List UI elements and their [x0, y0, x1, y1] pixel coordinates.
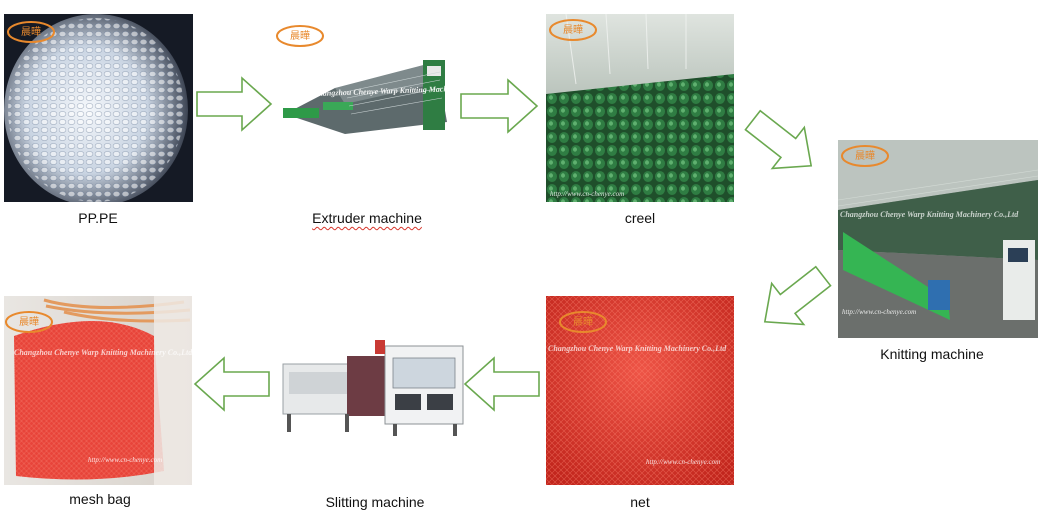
watermark-text: Changzhou Chenye Warp Knitting Machinery… [548, 344, 727, 353]
knitting-machine-photo: 晨曄 Changzhou Chenye Warp Knitting Machin… [838, 140, 1038, 338]
svg-text:晨曄: 晨曄 [290, 30, 310, 42]
flow-arrow-down-left [756, 265, 832, 332]
flow-arrow-left-2 [193, 356, 270, 412]
step-label-net: net [630, 494, 650, 510]
flow-arrow-left-1 [463, 356, 540, 412]
flow-arrow-down-right [744, 109, 820, 176]
watermark-text: Changzhou Chenye Warp Knitting Machinery… [840, 210, 1019, 219]
svg-text:晨曄: 晨曄 [19, 316, 39, 328]
extruder-machine-photo: 晨曄 Changzhou Chenye Warp Knitting Machin… [275, 22, 461, 142]
mesh-bag-photo: 晨曄 Changzhou Chenye Warp Knitting Machin… [4, 296, 192, 485]
watermark-url: http://www.cn-chenye.com [646, 458, 721, 466]
flow-arrow-right-2 [460, 78, 539, 134]
chenye-logo: 晨曄 [275, 24, 325, 48]
slitting-machine-photo: 晨曄 [275, 338, 470, 438]
creel-photo: 晨曄 http://www.cn-chenye.com [546, 14, 734, 202]
watermark-text: Changzhou Chenye Warp Knitting Machinery… [14, 348, 192, 357]
chenye-logo: 晨曄 [558, 310, 608, 334]
step-label-creel: creel [624, 210, 656, 226]
chenye-logo: 晨曄 [840, 144, 890, 168]
svg-text:晨曄: 晨曄 [563, 24, 583, 36]
step-label-slitting-machine: Slitting machine [325, 494, 425, 510]
net-photo: 晨曄 Changzhou Chenye Warp Knitting Machin… [546, 296, 734, 485]
step-label-pp-pe: PP.PE [78, 210, 118, 226]
chenye-logo: 晨曄 [6, 20, 56, 44]
flow-arrow-right-1 [196, 76, 273, 132]
svg-text:晨曄: 晨曄 [855, 150, 875, 162]
svg-text:晨曄: 晨曄 [21, 26, 41, 38]
watermark-url: http://www.cn-chenye.com [550, 190, 625, 198]
chenye-logo: 晨曄 [4, 310, 54, 334]
chenye-logo: 晨曄 [548, 18, 598, 42]
step-label-knitting-machine: Knitting machine [880, 346, 984, 362]
watermark-url: http://www.cn-chenye.com [842, 308, 917, 316]
svg-text:晨曄: 晨曄 [573, 316, 593, 328]
step-label-mesh-bag: mesh bag [69, 491, 131, 507]
watermark-url: http://www.cn-chenye.com [88, 456, 163, 464]
pp-pe-granules-photo: 晨曄 [4, 14, 193, 202]
step-label-extruder-machine: Extruder machine [312, 210, 422, 226]
